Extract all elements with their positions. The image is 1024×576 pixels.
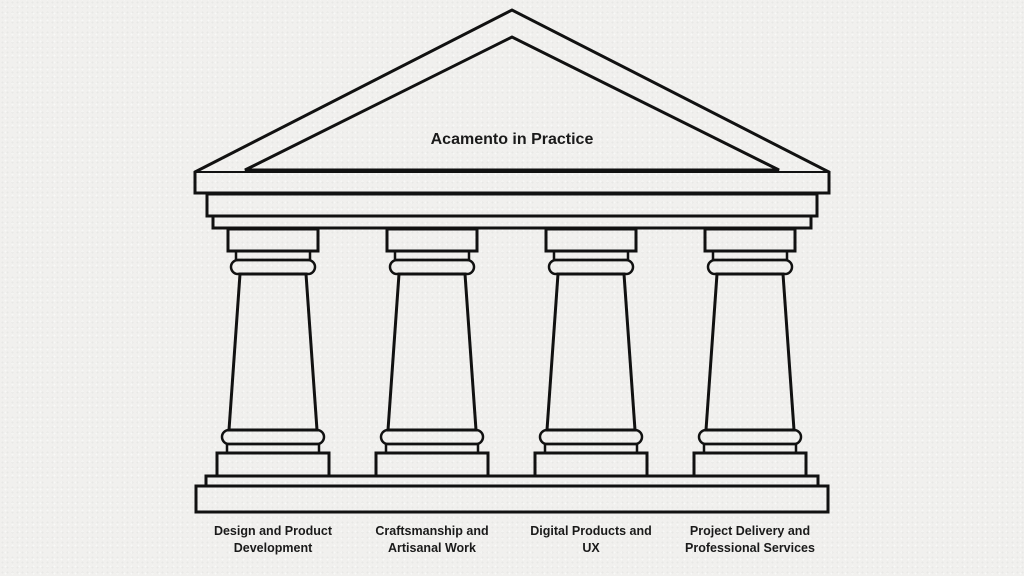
column-shaft <box>227 272 319 432</box>
pillar-label-design-line2: Development <box>234 541 313 555</box>
entablature-lower <box>211 214 813 230</box>
pillar-label-project-line1: Project Delivery and <box>690 524 810 538</box>
column-torus-top <box>706 258 794 276</box>
column-shaft <box>545 272 637 432</box>
column-capital <box>226 227 320 253</box>
column-torus-top <box>229 258 317 276</box>
pediment-outer <box>193 8 831 195</box>
column-plinth <box>533 451 649 478</box>
column-plinth <box>374 451 490 478</box>
columns-group <box>215 227 808 478</box>
column-capital <box>544 227 638 253</box>
pillar-label-craft-line2: Artisanal Work <box>388 541 476 555</box>
pillar-label-craft-line1: Craftsmanship and <box>375 524 488 538</box>
column-capital <box>385 227 479 253</box>
pillar-label-digital-line1: Digital Products and <box>530 524 652 538</box>
column-torus-bottom <box>697 428 803 446</box>
column-torus-bottom <box>220 428 326 446</box>
column-design <box>215 227 331 478</box>
pillar-label-digital-line2: UX <box>582 541 600 555</box>
temple-structure <box>193 8 831 514</box>
base-step-lower <box>194 484 830 514</box>
column-craft <box>374 227 490 478</box>
column-shaft <box>704 272 796 432</box>
diagram-title: Acamento in Practice <box>431 131 594 148</box>
column-plinth <box>215 451 331 478</box>
column-torus-bottom <box>379 428 485 446</box>
column-plinth <box>692 451 808 478</box>
column-digital <box>533 227 649 478</box>
pediment-inner <box>244 35 780 172</box>
pillar-label-design-line1: Design and Product <box>214 524 333 538</box>
pillar-label-project-line2: Professional Services <box>685 541 815 555</box>
entablature-upper <box>205 192 819 218</box>
column-torus-top <box>388 258 476 276</box>
column-torus-bottom <box>538 428 644 446</box>
column-capital <box>703 227 797 253</box>
column-project <box>692 227 808 478</box>
column-shaft <box>386 272 478 432</box>
column-torus-top <box>547 258 635 276</box>
pillar-labels: Design and Product Development Craftsman… <box>214 524 815 555</box>
